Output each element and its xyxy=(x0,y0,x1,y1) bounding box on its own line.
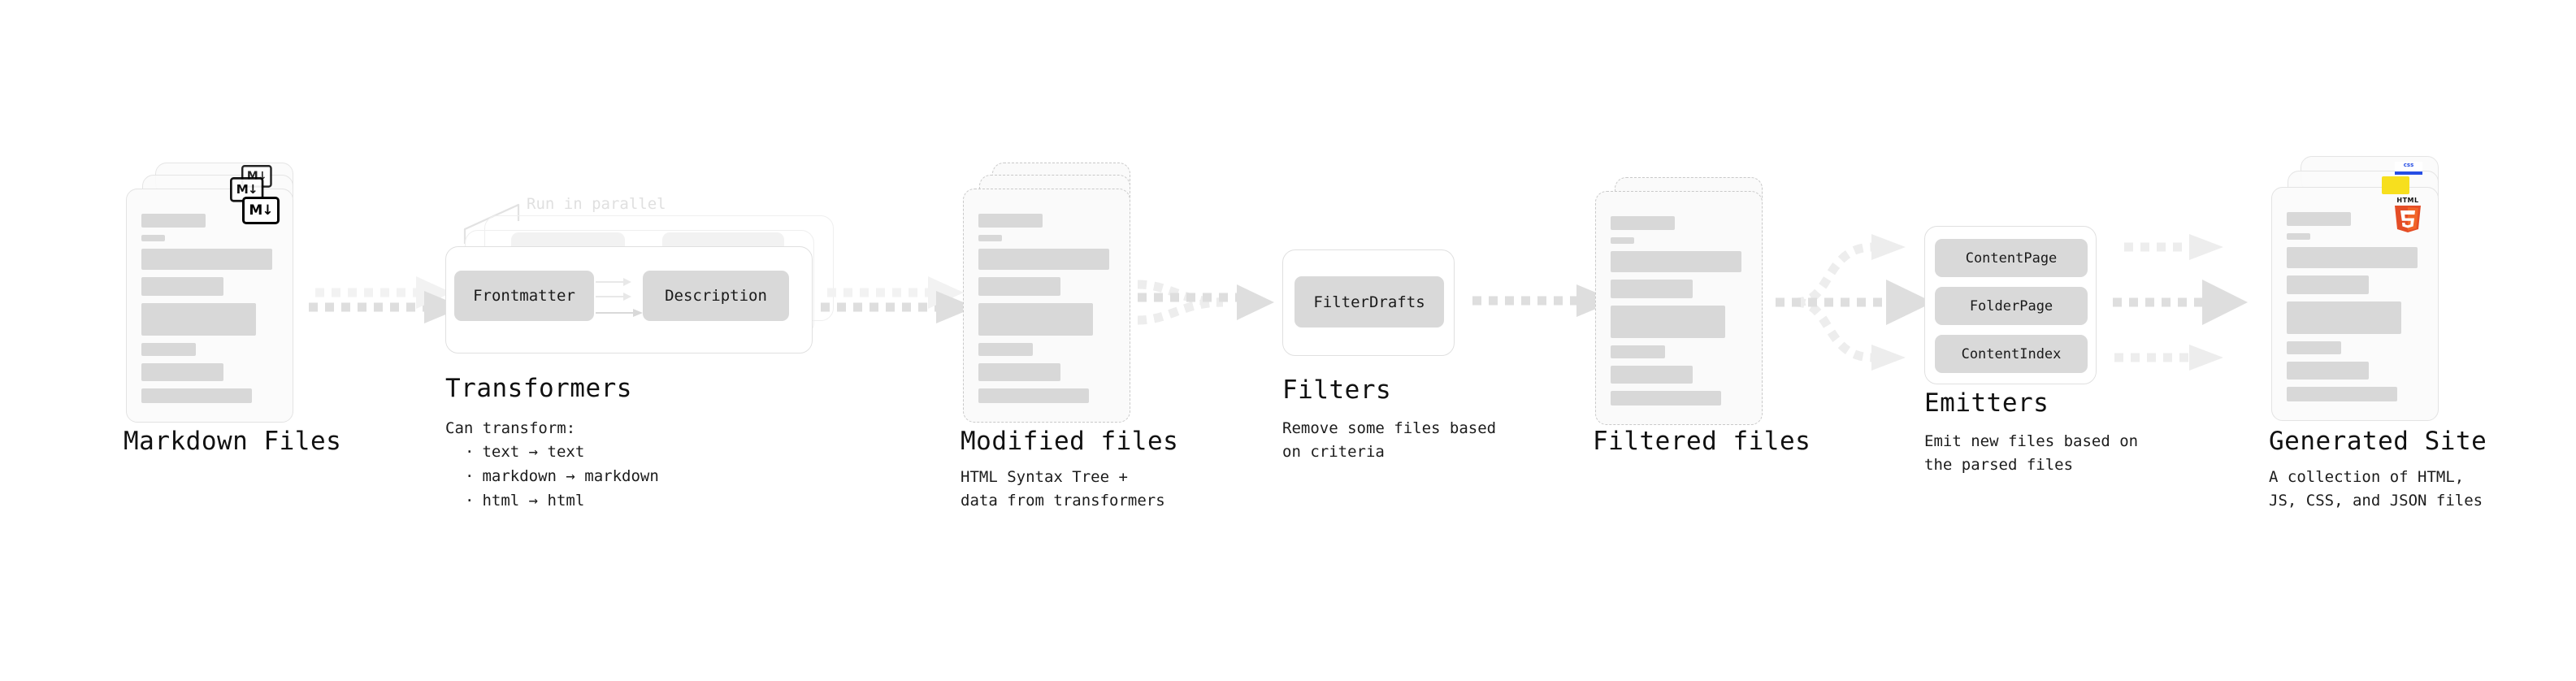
modified-files-caption-1: HTML Syntax Tree + xyxy=(961,468,1128,486)
filters-title: Filters xyxy=(1282,375,1392,405)
modified-files-caption-2: data from transformers xyxy=(961,492,1165,510)
doc-bar xyxy=(978,303,1094,336)
doc-bar xyxy=(978,214,1043,228)
doc-bar xyxy=(141,363,223,381)
doc-bar xyxy=(2287,301,2402,334)
transformer-internal-arrows xyxy=(596,278,643,317)
filters-box: FilterDrafts xyxy=(1282,249,1455,356)
emitter-chip-contentindex[interactable]: ContentIndex xyxy=(1935,335,2088,373)
doc-bar xyxy=(2287,212,2351,226)
arrow-markdown-to-transformers xyxy=(309,276,463,323)
list-item: markdown → markdown xyxy=(465,464,658,488)
arrow-modified-to-filters xyxy=(1137,280,1274,325)
markdown-files-title: Markdown Files xyxy=(124,427,342,456)
generated-site-caption-1: A collection of HTML, xyxy=(2269,468,2465,486)
doc-bar xyxy=(141,214,206,228)
emitter-chip-contentpage[interactable]: ContentPage xyxy=(1935,239,2088,277)
modified-files-group xyxy=(963,163,1134,423)
transformer-chip-description[interactable]: Description xyxy=(643,271,789,321)
emitters-caption-2: the parsed files xyxy=(1924,456,2074,474)
doc-bar xyxy=(1611,280,1693,298)
site-card-content xyxy=(2272,188,2438,420)
markdown-files-group: M↓ M↓ M↓ xyxy=(126,163,297,423)
doc-bar xyxy=(141,235,165,241)
modified-card-content xyxy=(964,189,1130,422)
arrow-transformers-to-modified xyxy=(821,276,975,323)
doc-bar xyxy=(978,235,1002,241)
doc-bar xyxy=(1611,306,1726,338)
filters-caption-1: Remove some files based xyxy=(1282,419,1497,437)
doc-bar xyxy=(978,343,1034,356)
generated-site-title: Generated Site xyxy=(2269,427,2487,456)
generated-site-group: css HTML xyxy=(2271,156,2446,424)
markdown-card-front xyxy=(126,189,293,423)
modified-files-title: Modified files xyxy=(961,427,1179,456)
js-icon xyxy=(2382,176,2409,194)
list-item: text → text xyxy=(465,440,659,464)
css-icon: css xyxy=(2395,162,2422,175)
markdown-card-content xyxy=(127,189,293,422)
arrow-filtered-to-emitters xyxy=(1776,234,1933,371)
doc-bar xyxy=(141,388,253,403)
doc-bar xyxy=(1611,366,1693,384)
filter-chip-filterdrafts[interactable]: FilterDrafts xyxy=(1295,276,1444,327)
doc-bar xyxy=(978,363,1060,381)
doc-bar xyxy=(141,343,197,356)
transformers-caption: Can transform: xyxy=(445,419,576,437)
doc-bar xyxy=(1611,237,1634,244)
emitters-title: Emitters xyxy=(1924,388,2049,418)
transformer-layer-front: Frontmatter Description xyxy=(445,246,813,354)
emitters-box: ContentPage FolderPage ContentIndex xyxy=(1924,226,2097,384)
doc-bar xyxy=(141,303,257,336)
doc-bar xyxy=(978,277,1060,296)
modified-card-front xyxy=(963,189,1130,423)
filtered-files-title: Filtered files xyxy=(1593,427,1811,456)
filters-caption-2: on criteria xyxy=(1282,443,1385,461)
doc-bar xyxy=(2287,362,2369,380)
filtered-files-group xyxy=(1595,177,1766,437)
generated-site-caption-2: JS, CSS, and JSON files xyxy=(2269,492,2483,510)
doc-bar xyxy=(1611,345,1666,358)
doc-bar xyxy=(2287,387,2398,401)
transformer-chip-frontmatter[interactable]: Frontmatter xyxy=(454,271,594,321)
doc-bar xyxy=(2287,341,2342,354)
markdown-icon: M↓ xyxy=(242,197,280,224)
doc-bar xyxy=(1611,391,1722,406)
list-item: html → html xyxy=(465,488,659,513)
filtered-card-front xyxy=(1595,191,1763,425)
transformers-bullet-list: text → text markdown → markdown html → h… xyxy=(449,440,659,513)
doc-bar xyxy=(978,388,1090,403)
doc-bar xyxy=(1611,216,1675,230)
transformers-title: Transformers xyxy=(445,374,632,403)
emitters-caption-1: Emit new files based on xyxy=(1924,432,2139,450)
doc-bar xyxy=(2287,233,2310,240)
html5-icon: HTML xyxy=(2392,195,2424,232)
html5-shield-svg: HTML xyxy=(2395,197,2421,232)
doc-bar xyxy=(2287,247,2418,268)
emitter-chip-folderpage[interactable]: FolderPage xyxy=(1935,287,2088,325)
arrow-emitters-to-site xyxy=(2113,234,2248,371)
doc-bar xyxy=(978,249,1110,270)
svg-text:HTML: HTML xyxy=(2396,197,2418,204)
doc-bar xyxy=(2287,275,2369,294)
doc-bar xyxy=(1611,251,1742,272)
doc-bar xyxy=(141,249,273,270)
run-in-parallel-label: Run in parallel xyxy=(527,195,666,213)
doc-bar xyxy=(141,277,223,296)
filtered-card-content xyxy=(1596,192,1762,424)
